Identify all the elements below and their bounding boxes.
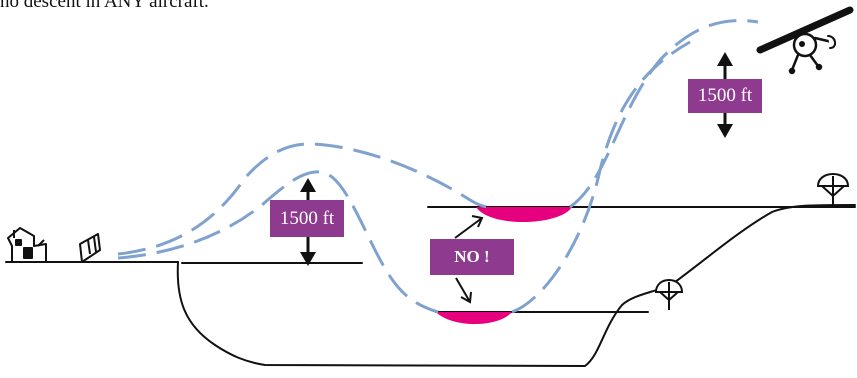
warning-label: NO ! <box>430 239 514 275</box>
danger-zones <box>436 207 572 324</box>
hangar-icon <box>7 227 47 263</box>
altitude-label-left: 1500 ft <box>270 200 344 237</box>
arrow-down-icon <box>300 252 316 266</box>
windsock-icon <box>79 233 101 263</box>
diagram-caption: no descent in ANY aircraft. <box>0 0 209 12</box>
tree-icon <box>816 173 850 206</box>
pointer-arrow-upper <box>454 217 483 239</box>
arrow-up-icon <box>300 178 316 192</box>
terrain <box>5 204 856 367</box>
arrow-up-icon <box>717 52 733 66</box>
danger-zone-upper <box>476 207 572 223</box>
arrow-down-icon <box>717 124 733 138</box>
flight-path-climb-lower <box>511 40 691 314</box>
warning-pointers <box>454 215 484 304</box>
flight-paths <box>117 19 759 314</box>
aircraft-icon <box>756 6 854 75</box>
danger-zone-lower <box>436 312 512 324</box>
pointer-arrow-lower <box>455 277 471 303</box>
altitude-label-right: 1500 ft <box>688 79 762 113</box>
flight-path-low <box>117 170 439 314</box>
flight-path-high <box>117 142 491 256</box>
valley-outline <box>176 204 856 367</box>
tree-icon <box>654 279 684 310</box>
